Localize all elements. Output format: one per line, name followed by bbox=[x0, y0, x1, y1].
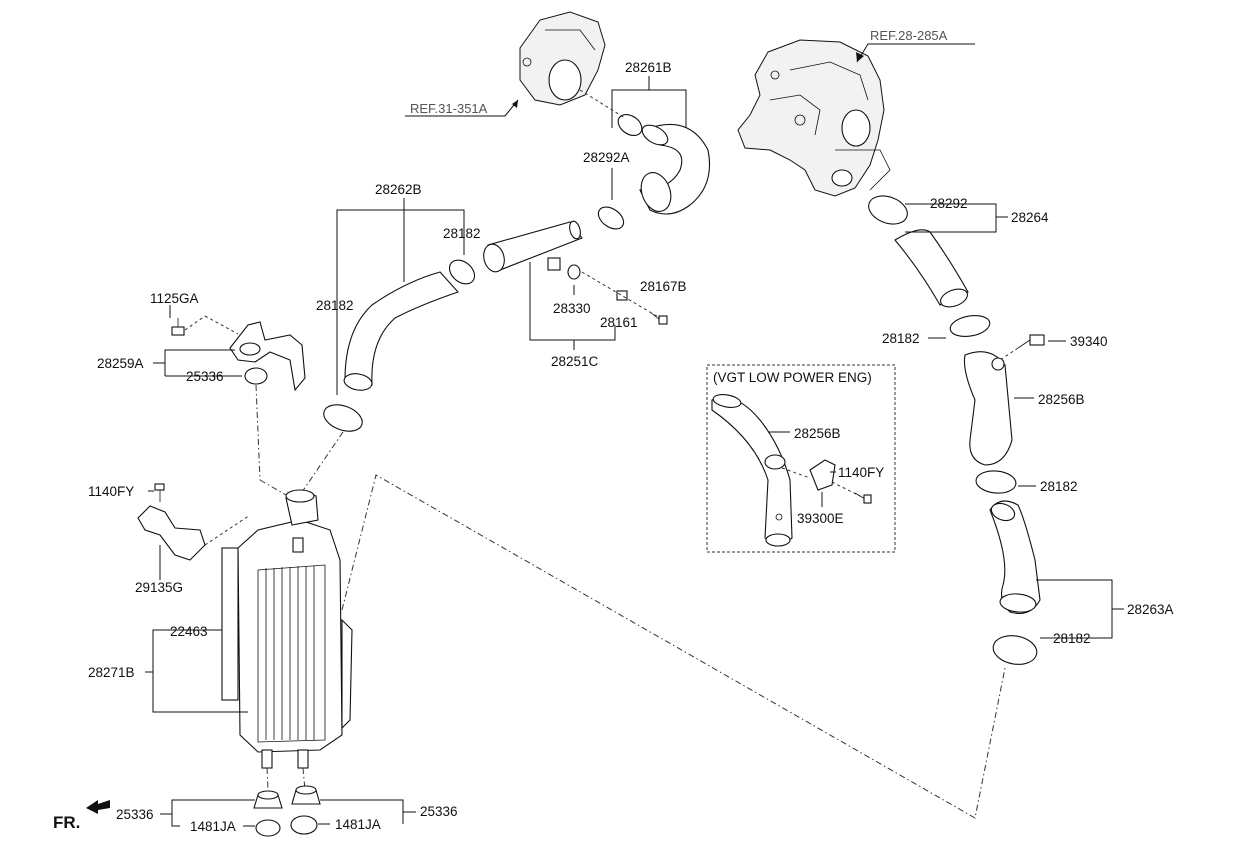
bolt-1140fy-left bbox=[154, 483, 165, 502]
part-1481ja-right-label: 1481JA bbox=[335, 817, 381, 832]
fitting-28161 bbox=[616, 290, 628, 301]
part-1481ja-left-label: 1481JA bbox=[190, 819, 236, 834]
sensor-39340 bbox=[1017, 334, 1045, 349]
nut-1481ja-right bbox=[290, 815, 318, 835]
clamp-28182-upper-center bbox=[448, 259, 476, 285]
part-25336-bottom-right-label: 25336 bbox=[420, 804, 458, 819]
part-28271b-label: 28271B bbox=[88, 665, 135, 680]
part-28262b-label: 28262B bbox=[375, 182, 422, 197]
part-1140fy-left-label: 1140FY bbox=[88, 484, 134, 499]
clamp-28182-right-middle bbox=[975, 470, 1017, 494]
part-25336-bottom-left-label: 25336 bbox=[116, 807, 154, 822]
hose-28262b bbox=[343, 271, 459, 391]
part-28256b-vgt-label: 28256B bbox=[794, 426, 841, 441]
part-1125ga-label: 1125GA bbox=[150, 291, 199, 306]
clamp-28182-left bbox=[323, 404, 363, 432]
bolt-28167b bbox=[649, 311, 668, 325]
part-28330-label: 28330 bbox=[553, 301, 591, 316]
bracket-29135g bbox=[137, 505, 206, 561]
front-direction-label: FR. bbox=[53, 813, 80, 832]
part-28261b-label: 28261B bbox=[625, 60, 672, 75]
part-28182-right-lower-label: 28182 bbox=[1053, 631, 1091, 646]
part-28292a-label: 28292A bbox=[583, 150, 630, 165]
grommet-25336-bottom-right bbox=[291, 785, 321, 805]
bolt-1140fy-vgt bbox=[854, 492, 872, 504]
part-28264-label: 28264 bbox=[1011, 210, 1049, 225]
part-29135g-label: 29135G bbox=[135, 580, 183, 595]
part-39340-label: 39340 bbox=[1070, 334, 1108, 349]
part-28182-center-label: 28182 bbox=[443, 226, 481, 241]
part-25336-top-label: 25336 bbox=[186, 369, 224, 384]
intake-housing bbox=[519, 11, 606, 106]
bracket-28259a bbox=[229, 321, 306, 392]
hose-28256b-vgt bbox=[711, 394, 793, 547]
vgt-low-power-variant-box bbox=[706, 364, 896, 553]
turbocharger-assembly bbox=[737, 39, 891, 197]
hose-28263a bbox=[989, 500, 1041, 615]
intercooler-28271b bbox=[221, 489, 353, 769]
hose-28261b bbox=[639, 124, 711, 215]
part-28167b-label: 28167B bbox=[640, 279, 687, 294]
clamp-28182-right-upper bbox=[949, 315, 991, 337]
part-28259a-label: 28259A bbox=[97, 356, 144, 371]
grommet-25336-top bbox=[244, 367, 268, 385]
bolt-1125ga bbox=[171, 318, 185, 336]
part-28182-right-middle-label: 28182 bbox=[1040, 479, 1078, 494]
clamp-28292a bbox=[597, 206, 625, 230]
part-39300e-label: 39300E bbox=[797, 511, 844, 526]
part-28292-label: 28292 bbox=[930, 196, 968, 211]
part-28251c-label: 28251C bbox=[551, 354, 599, 369]
part-28161-label: 28161 bbox=[600, 315, 638, 330]
clamp-28292 bbox=[868, 195, 908, 225]
part-22463-label: 22463 bbox=[170, 624, 208, 639]
ref-31-351a-label: REF.31-351A bbox=[410, 101, 488, 116]
grommet-28330 bbox=[567, 264, 581, 280]
pipe-28251c bbox=[483, 220, 583, 273]
nut-1481ja-left bbox=[255, 819, 281, 837]
hose-28264 bbox=[894, 229, 969, 308]
hose-28256b bbox=[963, 351, 1013, 466]
vgt-low-power-title: (VGT LOW POWER ENG) bbox=[713, 370, 872, 385]
actuator-39300e bbox=[809, 459, 836, 491]
clamp-28261b-upper bbox=[617, 113, 643, 137]
part-28182-right-upper-label: 28182 bbox=[882, 331, 920, 346]
ref-28-285a-label: REF.28-285A bbox=[870, 28, 948, 43]
part-28256b-right-label: 28256B bbox=[1038, 392, 1085, 407]
part-28263a-label: 28263A bbox=[1127, 602, 1174, 617]
part-1140fy-vgt-label: 1140FY bbox=[838, 465, 884, 480]
grommet-25336-bottom-left bbox=[253, 790, 283, 809]
clamp-28182-right-lower bbox=[992, 635, 1038, 665]
front-direction-arrow-icon bbox=[86, 800, 110, 814]
part-28182-left-label: 28182 bbox=[316, 298, 354, 313]
